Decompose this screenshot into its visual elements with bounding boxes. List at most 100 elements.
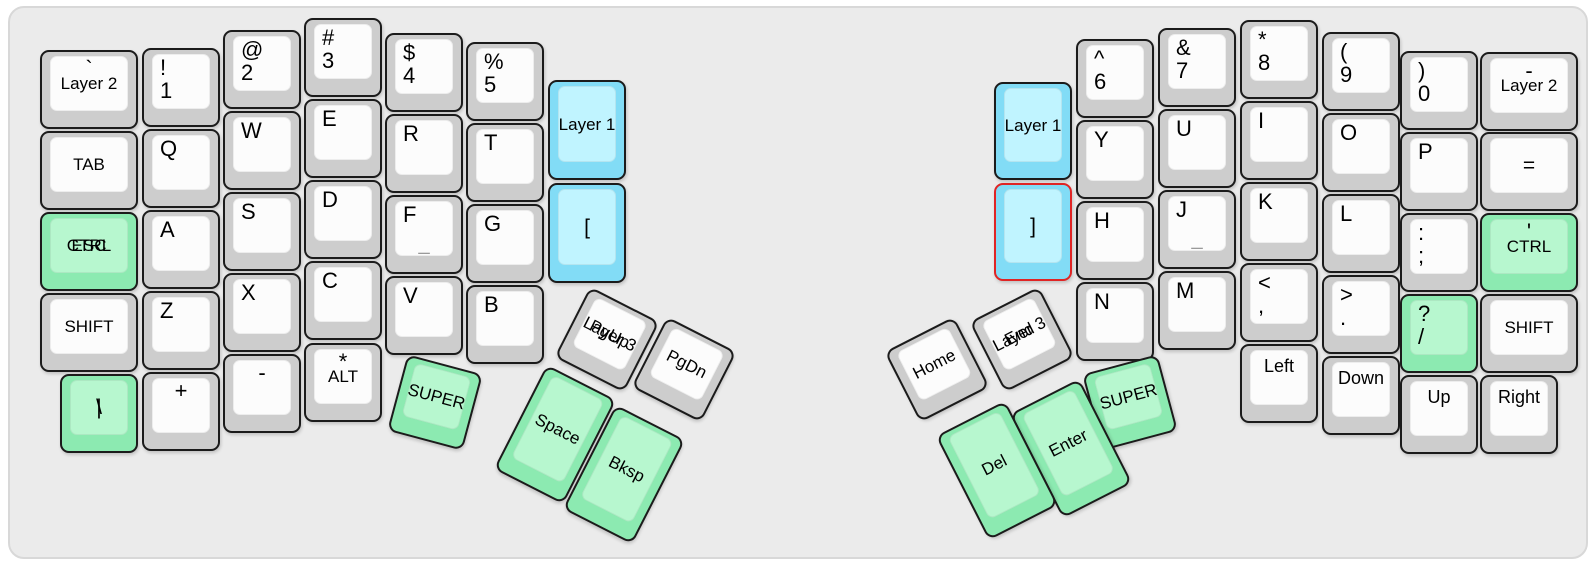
key-legend: , (1258, 293, 1265, 318)
key-y[interactable]: Y (1076, 120, 1154, 199)
key-legend-center: CTRL (1506, 237, 1552, 256)
keycap-face: &7 (1168, 34, 1226, 89)
key-legend: % (484, 49, 504, 74)
key-i[interactable]: I (1240, 101, 1318, 180)
key-9[interactable]: (9 (1322, 32, 1400, 111)
key-b[interactable]: B (466, 285, 544, 364)
key-3[interactable]: #3 (304, 18, 382, 97)
keycap-face: A (152, 216, 210, 271)
key-equals[interactable]: = (1480, 132, 1578, 211)
key-7[interactable]: &7 (1158, 28, 1236, 107)
key-legend: + (174, 378, 188, 403)
key-legend: O (1340, 120, 1358, 145)
keycap-face: Y (1086, 126, 1144, 181)
key-pipe-backslash[interactable]: |\ (60, 374, 138, 453)
key-f[interactable]: F_ (385, 195, 463, 274)
keycap-face: Z (152, 297, 210, 352)
key-x[interactable]: X (223, 273, 301, 352)
key-layer1-right[interactable]: Layer 1 (994, 82, 1072, 180)
key-n[interactable]: N (1076, 282, 1154, 361)
keycap-face: D (314, 186, 372, 241)
key-left-arrow[interactable]: Left (1240, 344, 1318, 423)
key-legend-center: SHIFT (1504, 318, 1554, 337)
key-q[interactable]: Q (142, 129, 220, 208)
key-k[interactable]: K (1240, 182, 1318, 261)
key-r[interactable]: R (385, 114, 463, 193)
keycap-face: %5 (476, 48, 534, 103)
key-w[interactable]: W (223, 111, 301, 190)
keycap-face: [ (558, 189, 616, 265)
key-l[interactable]: L (1322, 194, 1400, 273)
key-1[interactable]: !1 (142, 48, 220, 127)
keycap-face: J_ (1168, 196, 1226, 251)
keycap-face: + (152, 378, 210, 433)
key-legend-center: Home (909, 345, 959, 383)
key-period[interactable]: >. (1322, 275, 1400, 354)
keycap-face: K (1250, 188, 1308, 243)
keycap-face: PgDn (648, 326, 726, 402)
key-legend-center: = (1522, 154, 1536, 177)
key-star-alt[interactable]: *ALT (304, 343, 382, 422)
key-g[interactable]: G (466, 204, 544, 283)
keycap-face: U (1168, 115, 1226, 170)
key-o[interactable]: O (1322, 113, 1400, 192)
key-semicolon[interactable]: :; (1400, 213, 1478, 292)
key-h[interactable]: H (1076, 201, 1154, 280)
key-question-slash[interactable]: ?/ (1400, 294, 1478, 373)
key-a[interactable]: A (142, 210, 220, 289)
key-up-arrow[interactable]: Up (1400, 375, 1478, 454)
key-p[interactable]: P (1400, 132, 1478, 211)
key-5[interactable]: %5 (466, 42, 544, 121)
key-2[interactable]: @2 (223, 30, 301, 109)
key-d[interactable]: D (304, 180, 382, 259)
keycap-face: W (233, 117, 291, 172)
key-4[interactable]: $4 (385, 33, 463, 112)
key-z[interactable]: Z (142, 291, 220, 370)
key-legend: 3 (322, 48, 335, 73)
keycap-face: P (1410, 138, 1468, 193)
keycap-face: SHIFT (50, 299, 128, 354)
keycap-face: O (1332, 119, 1390, 174)
key-grave-layer2[interactable]: `Layer 2 (40, 50, 138, 129)
key-right-bracket[interactable]: ] (994, 183, 1072, 281)
key-s[interactable]: S (223, 192, 301, 271)
key-0[interactable]: )0 (1400, 51, 1478, 130)
key-minus-layer2[interactable]: -Layer 2 (1480, 52, 1578, 131)
keycap-face: F_ (395, 201, 453, 256)
keycap-face: Up (1410, 381, 1468, 436)
key-j[interactable]: J_ (1158, 190, 1236, 269)
key-minus-left[interactable]: - (223, 354, 301, 433)
key-comma[interactable]: <, (1240, 263, 1318, 342)
key-left-bracket[interactable]: [ (548, 183, 626, 283)
key-plus[interactable]: + (142, 372, 220, 451)
key-legend: A (160, 217, 175, 242)
key-legend: . (1340, 305, 1347, 330)
key-tab[interactable]: TAB (40, 131, 138, 210)
key-legend: - (1525, 58, 1533, 83)
key-legend: 0 (1418, 81, 1431, 106)
key-8[interactable]: *8 (1240, 20, 1318, 99)
key-e[interactable]: E (304, 99, 382, 178)
key-down-arrow[interactable]: Down (1322, 356, 1400, 435)
key-t[interactable]: T (466, 123, 544, 202)
key-quote-ctrl[interactable]: 'CTRL (1480, 213, 1578, 292)
keycap-face: S (233, 198, 291, 253)
key-layer1-left[interactable]: Layer 1 (548, 80, 626, 180)
key-legend: 4 (403, 63, 416, 88)
key-legend: T (484, 130, 498, 155)
key-legend: 1 (160, 78, 173, 103)
key-right-arrow[interactable]: Right (1480, 375, 1558, 454)
key-6[interactable]: ^6 (1076, 39, 1154, 118)
key-shift-right[interactable]: SHIFT (1480, 294, 1578, 373)
key-shift-left[interactable]: SHIFT (40, 293, 138, 372)
key-v[interactable]: V (385, 276, 463, 355)
keycap-face: T (476, 129, 534, 184)
key-u[interactable]: U (1158, 109, 1236, 188)
key-m[interactable]: M (1158, 271, 1236, 350)
key-legend: 7 (1176, 58, 1189, 83)
key-super-left[interactable]: SUPER (387, 354, 483, 451)
key-legend-center: SUPER (405, 379, 468, 414)
key-c[interactable]: C (304, 261, 382, 340)
